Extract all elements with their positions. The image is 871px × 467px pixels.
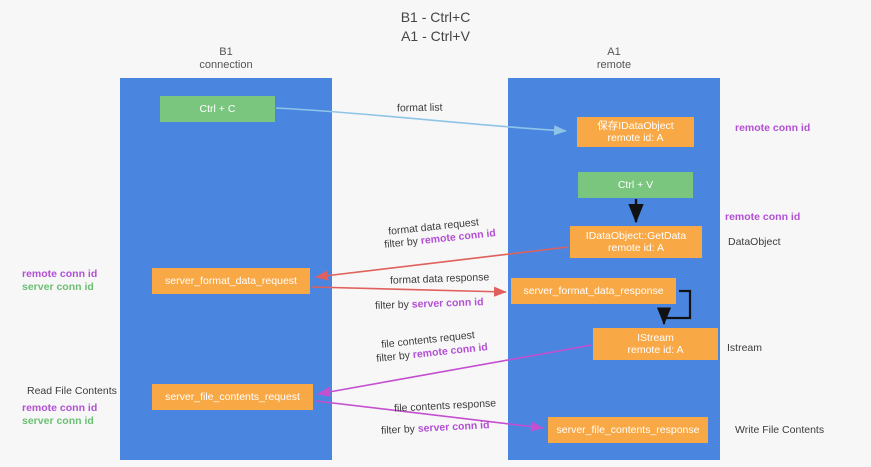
node-server-file-contents-response-label: server_file_contents_response xyxy=(556,423,700,436)
annotation-remote-conn-id-top: remote conn id xyxy=(735,122,811,134)
diagram-title-line1: B1 - Ctrl+C xyxy=(400,9,471,25)
annotation-istream: Istream xyxy=(727,342,763,354)
filter-key-server-conn-id: server conn id xyxy=(417,419,490,435)
node-ctrl-v[interactable]: Ctrl + V xyxy=(578,172,693,198)
column-header-a1: A1 remote xyxy=(534,46,694,72)
node-server-file-contents-request-label: server_file_contents_request xyxy=(165,390,300,403)
node-server-file-contents-response[interactable]: server_file_contents_response xyxy=(548,417,708,443)
filter-prefix: filter by xyxy=(374,298,412,312)
annotation-server-conn-id-2: server conn id xyxy=(22,415,94,427)
diagram-title: B1 - Ctrl+C A1 - Ctrl+V xyxy=(0,8,871,46)
column-header-b1-role: connection xyxy=(199,59,253,71)
diagram-title-line2: A1 - Ctrl+V xyxy=(401,28,470,44)
edge-label-format-data-response: format data response xyxy=(389,271,490,287)
edge-label-file-contents-response: file contents response xyxy=(393,397,497,415)
node-save-idataobject-sub: remote id: A xyxy=(607,132,664,144)
node-ctrl-v-label: Ctrl + V xyxy=(617,178,654,191)
column-header-b1-name: B1 xyxy=(219,46,233,58)
node-istream-label: IStream xyxy=(637,331,674,344)
annotation-remote-conn-id-mid: remote conn id xyxy=(725,211,801,223)
annotation-read-file-contents: Read File Contents xyxy=(27,385,117,397)
node-server-file-contents-request[interactable]: server_file_contents_request xyxy=(152,384,313,410)
node-ctrl-c[interactable]: Ctrl + C xyxy=(160,96,275,122)
node-idataobject-getdata-label: IDataObject::GetData xyxy=(585,229,687,242)
annotation-conn-ids-lower: remote conn id server conn id xyxy=(22,402,97,428)
annotation-remote-conn-id-1: remote conn id xyxy=(22,268,98,280)
filter-key-server-conn-id: server conn id xyxy=(411,296,484,311)
phase-divider xyxy=(0,152,871,164)
edge-label-file-contents-response-filter: filter by server conn id xyxy=(381,418,490,438)
annotation-dataobject: DataObject xyxy=(728,236,781,248)
node-server-format-data-response[interactable]: server_format_data_response xyxy=(511,278,676,304)
annotation-conn-ids-upper: remote conn id server conn id xyxy=(22,268,97,294)
node-save-idataobject-label: 保存IDataObject xyxy=(597,119,674,132)
node-server-format-data-request[interactable]: server_format_data_request xyxy=(152,268,310,294)
node-save-idataobject[interactable]: 保存IDataObject remote id: A xyxy=(577,117,694,147)
node-istream-sub: remote id: A xyxy=(627,344,684,356)
edge-label-format-data-response-filter: filter by server conn id xyxy=(375,295,484,313)
filter-prefix: filter by xyxy=(383,235,422,251)
filter-prefix: filter by xyxy=(375,349,414,365)
node-server-format-data-request-label: server_format_data_request xyxy=(165,274,297,287)
node-idataobject-getdata[interactable]: IDataObject::GetData remote id: A xyxy=(570,226,702,258)
column-header-b1: B1 connection xyxy=(146,46,306,72)
column-header-a1-role: remote xyxy=(596,59,632,71)
node-idataobject-getdata-sub: remote id: A xyxy=(607,242,665,254)
filter-prefix: filter by xyxy=(380,422,419,437)
node-istream[interactable]: IStream remote id: A xyxy=(593,328,718,360)
column-header-a1-name: A1 xyxy=(607,46,621,58)
node-ctrl-c-label: Ctrl + C xyxy=(199,102,236,115)
annotation-remote-conn-id-2: remote conn id xyxy=(22,402,98,414)
node-server-format-data-response-label: server_format_data_response xyxy=(523,284,664,297)
edge-label-format-list: format list xyxy=(396,101,443,115)
annotation-server-conn-id-1: server conn id xyxy=(22,281,94,293)
annotation-write-file-contents: Write File Contents xyxy=(735,424,825,436)
